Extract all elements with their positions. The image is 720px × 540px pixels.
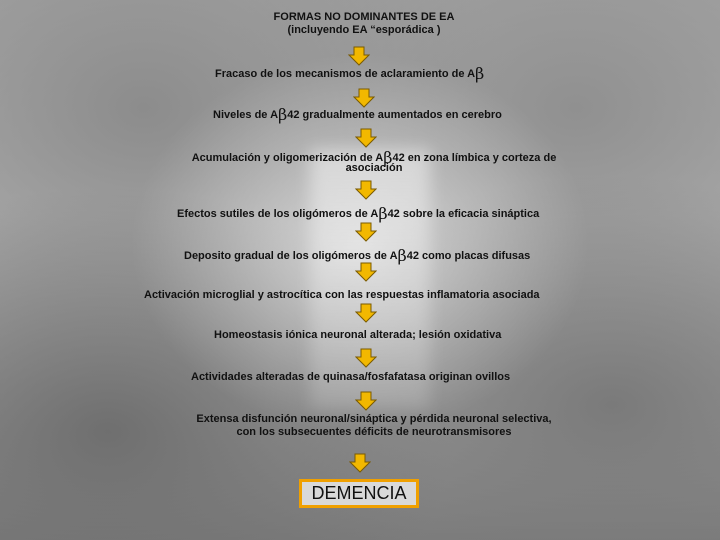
- down-arrow-icon: [349, 453, 371, 473]
- step-7-text: Homeostasis iónica neuronal alterada; le…: [214, 329, 502, 341]
- step-6-text: Activación microglial y astrocítica con …: [144, 289, 540, 301]
- down-arrow-icon: [355, 222, 377, 242]
- down-arrow-icon: [355, 303, 377, 323]
- beta-symbol: β: [383, 148, 393, 167]
- step-3-text: Acumulación y oligomerización de Aβ42 en…: [191, 148, 557, 175]
- down-arrow-icon: [355, 391, 377, 411]
- beta-symbol: β: [475, 64, 485, 83]
- beta-symbol: β: [397, 246, 407, 265]
- title-line-1: FORMAS NO DOMINANTES DE EA: [273, 11, 455, 23]
- down-arrow-icon: [353, 88, 375, 108]
- step-9-text: Extensa disfunción neuronal/sináptica y …: [196, 413, 552, 438]
- diagram-title: FORMAS NO DOMINANTES DE EA (incluyendo E…: [250, 11, 478, 37]
- title-line-2: (incluyendo EA “esporádica ): [287, 24, 441, 36]
- beta-symbol: β: [278, 105, 288, 124]
- down-arrow-icon: [348, 46, 370, 66]
- dementia-outcome-box: DEMENCIA: [299, 479, 419, 508]
- down-arrow-icon: [355, 348, 377, 368]
- step-2-text: Niveles de Aβ42 gradualmente aumentados …: [213, 105, 502, 124]
- beta-symbol: β: [378, 204, 388, 223]
- step-1-text: Fracaso de los mecanismos de aclaramient…: [215, 64, 485, 83]
- step-4-text: Efectos sutiles de los oligómeros de Aβ4…: [177, 204, 540, 223]
- down-arrow-icon: [355, 180, 377, 200]
- step-5-text: Deposito gradual de los oligómeros de Aβ…: [184, 246, 531, 265]
- down-arrow-icon: [355, 262, 377, 282]
- down-arrow-icon: [355, 128, 377, 148]
- step-8-text: Actividades alteradas de quinasa/fosfafa…: [191, 371, 511, 383]
